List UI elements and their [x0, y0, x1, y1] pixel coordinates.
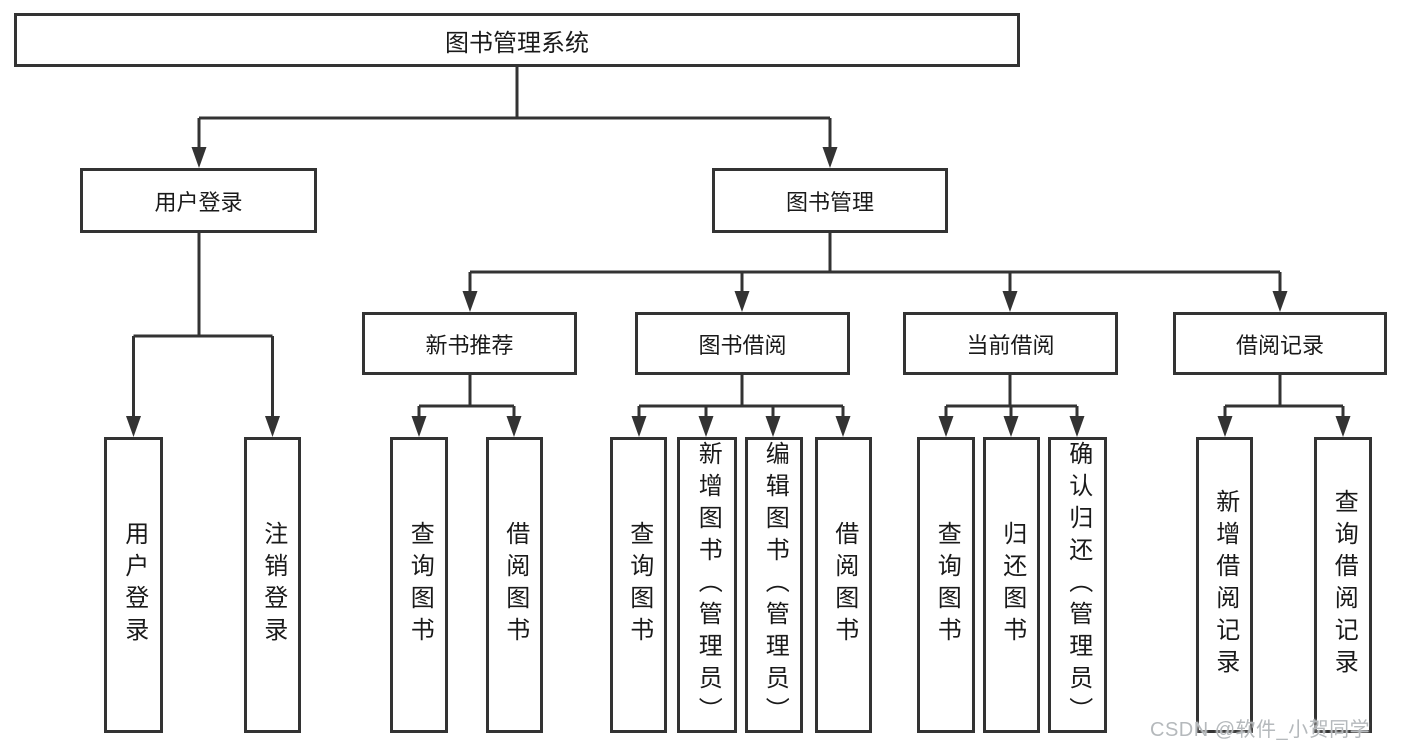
node-user-login: 用户登录 [80, 168, 317, 233]
connector-recommend [417, 375, 516, 433]
leaf-borrow-books: 借阅图书 [815, 437, 872, 733]
arrow-down-icon [1335, 416, 1351, 437]
arrow-down-icon [631, 416, 647, 437]
connector-user-login [132, 233, 274, 433]
connector-borrow [637, 375, 845, 433]
arrow-down-icon [411, 416, 427, 437]
leaf-edit-books-admin-label: 编辑图书（管理员） [761, 441, 789, 729]
leaf-add-books-admin-label: 新增图书（管理员） [694, 441, 722, 729]
leaf-query-borrow-record-label: 查询借阅记录 [1330, 489, 1358, 681]
arrow-down-icon [938, 416, 954, 437]
leaf-user-login-label: 用户登录 [120, 521, 148, 649]
leaf-query-borrow-record: 查询借阅记录 [1314, 437, 1372, 733]
leaf-logout: 注销登录 [244, 437, 301, 733]
leaf-return-books-label: 归还图书 [998, 521, 1026, 649]
arrow-down-icon [1002, 291, 1018, 312]
leaf-recommend-borrow-books: 借阅图书 [486, 437, 543, 733]
leaf-current-query-books: 查询图书 [917, 437, 975, 733]
arrow-down-icon [265, 416, 280, 437]
arrow-down-icon [1217, 416, 1233, 437]
leaf-borrow-query-books-label: 查询图书 [625, 521, 653, 649]
connector-root [197, 67, 832, 164]
leaf-recommend-query-books-label: 查询图书 [406, 521, 434, 649]
arrow-down-icon [126, 416, 141, 437]
node-root-system: 图书管理系统 [14, 13, 1020, 67]
node-borrow-records: 借阅记录 [1173, 312, 1387, 375]
arrow-down-icon [1069, 416, 1085, 437]
arrow-down-icon [835, 416, 851, 437]
leaf-confirm-return-admin-label: 确认归还（管理员） [1064, 441, 1092, 729]
leaf-add-books-admin: 新增图书（管理员） [677, 437, 737, 733]
node-new-book-recommend: 新书推荐 [362, 312, 577, 375]
connector-records [1223, 375, 1345, 433]
arrow-down-icon [1003, 416, 1019, 437]
arrow-down-icon [822, 147, 838, 168]
leaf-current-query-books-label: 查询图书 [933, 521, 961, 649]
arrow-down-icon [698, 416, 714, 437]
leaf-edit-books-admin: 编辑图书（管理员） [745, 437, 803, 733]
arrow-down-icon [1272, 291, 1288, 312]
arrow-down-icon [506, 416, 522, 437]
leaf-confirm-return-admin: 确认归还（管理员） [1048, 437, 1107, 733]
leaf-borrow-books-label: 借阅图书 [830, 521, 858, 649]
leaf-user-login: 用户登录 [104, 437, 163, 733]
leaf-recommend-query-books: 查询图书 [390, 437, 448, 733]
arrow-down-icon [462, 291, 478, 312]
leaf-add-borrow-record: 新增借阅记录 [1196, 437, 1253, 733]
connector-book-mgmt [468, 233, 1282, 308]
csdn-watermark: CSDN @软件_小贺同学 [1150, 719, 1371, 741]
node-book-management: 图书管理 [712, 168, 948, 233]
leaf-recommend-borrow-books-label: 借阅图书 [501, 521, 529, 649]
leaf-logout-label: 注销登录 [259, 521, 287, 649]
node-book-borrow: 图书借阅 [635, 312, 850, 375]
leaf-add-borrow-record-label: 新增借阅记录 [1211, 489, 1239, 681]
node-current-borrow: 当前借阅 [903, 312, 1118, 375]
arrow-down-icon [191, 147, 207, 168]
arrowheads [126, 147, 1351, 437]
leaf-return-books: 归还图书 [983, 437, 1040, 733]
arrow-down-icon [734, 291, 750, 312]
arrow-down-icon [765, 416, 781, 437]
leaf-borrow-query-books: 查询图书 [610, 437, 667, 733]
